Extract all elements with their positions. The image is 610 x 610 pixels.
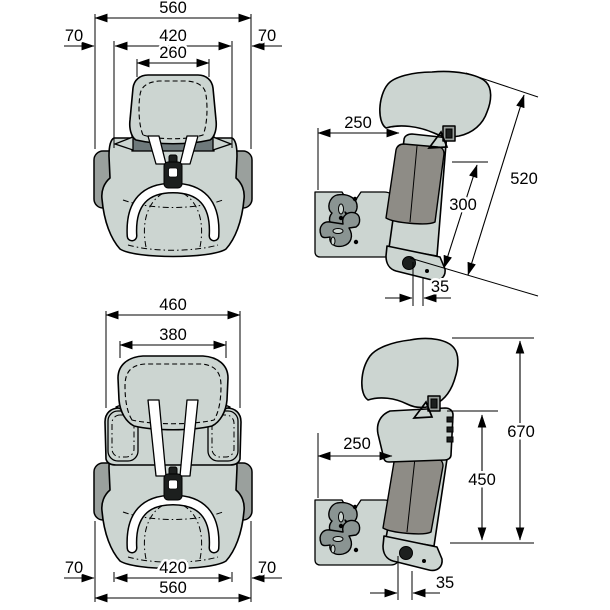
rivet — [425, 269, 429, 273]
dim-se-pad-height: 450 — [468, 471, 496, 489]
headrest-cushion — [124, 363, 222, 425]
extension-line — [465, 72, 539, 98]
dim-se-pivot-offset: 35 — [436, 574, 454, 592]
dim-sc-pad-height: 300 — [449, 196, 477, 214]
adjuster-lever — [427, 130, 449, 149]
height-rack-tooth — [446, 426, 454, 433]
dim-line-300 — [443, 164, 478, 269]
adjuster-latch — [445, 128, 453, 139]
dim-se-seat-depth: 250 — [343, 435, 371, 453]
view-side-compact: 250 300 520 35 — [314, 70, 540, 306]
pad-seam — [409, 145, 418, 223]
view-front-compact: 560 70 420 70 260 — [62, 0, 282, 257]
dim-fe-upper-width: 460 — [159, 296, 187, 314]
pad-seam — [406, 457, 416, 533]
backrest-wings-side — [376, 407, 454, 463]
dim-fe-overhang-left: 70 — [65, 559, 83, 577]
headrest — [117, 355, 229, 431]
dim-sc-pivot-offset: 35 — [431, 278, 449, 296]
headrest — [128, 74, 218, 145]
dim-fc-overhang-left: 70 — [65, 27, 83, 45]
dim-fc-overall-width: 560 — [159, 0, 187, 17]
height-rack-tooth — [446, 436, 454, 443]
dim-fe-overall-width: 560 — [159, 579, 187, 597]
belt-hook-left — [114, 136, 134, 151]
backrest-pad — [385, 143, 445, 225]
headrest-side — [379, 70, 492, 138]
adjuster-latch — [430, 398, 438, 409]
height-rack-tooth — [446, 416, 454, 423]
recline-pivot — [399, 546, 413, 560]
extension-line — [409, 257, 539, 297]
dim-sc-seat-depth: 250 — [344, 114, 372, 132]
view-front-extended: 460 380 70 420 70 560 — [62, 294, 282, 603]
dim-fe-shell-width: 420 — [159, 559, 187, 577]
dim-fc-overhang-right: 70 — [258, 27, 276, 45]
dim-fe-overhang-right: 70 — [258, 559, 276, 577]
belt-hook-right — [212, 136, 232, 151]
headrest-side — [361, 337, 459, 409]
dim-sc-overall-height: 520 — [510, 170, 538, 188]
recline-pivot — [402, 256, 416, 270]
dim-fe-headrest-width: 380 — [159, 326, 187, 344]
dim-se-overall-height: 670 — [507, 423, 535, 441]
adjuster-lever — [412, 400, 434, 419]
headrest-cushion — [138, 80, 208, 140]
rivet — [422, 559, 426, 563]
dim-fc-headrest-width: 260 — [159, 44, 187, 62]
view-side-extended: 250 670 450 35 — [314, 337, 537, 600]
dim-fc-shell-width: 420 — [159, 27, 187, 45]
dim-line-520 — [467, 94, 525, 276]
